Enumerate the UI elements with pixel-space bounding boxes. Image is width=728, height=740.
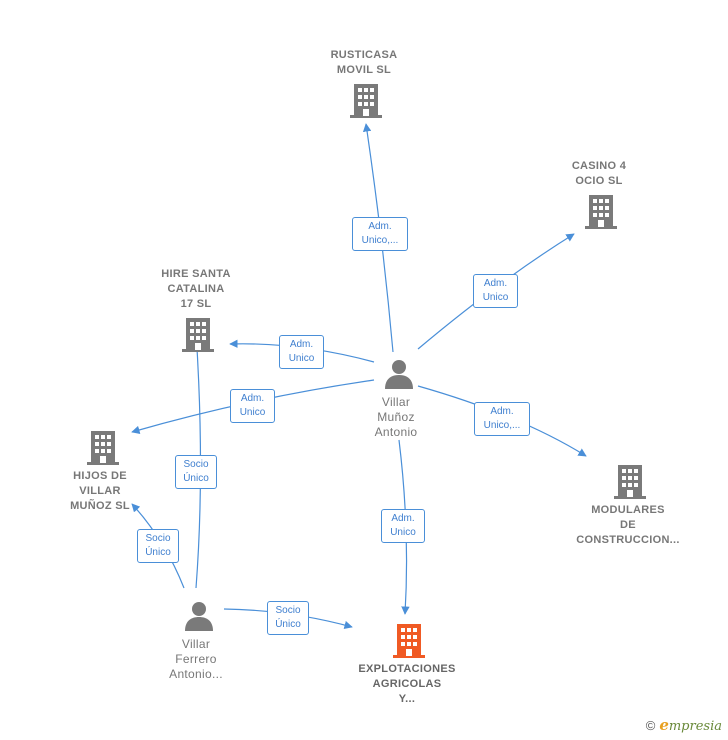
node-label-villar-munoz: Villar Muñoz Antonio	[374, 395, 418, 439]
node-label-modulares: MODULARES DE CONSTRUCCION...	[576, 504, 680, 546]
person-icon	[385, 360, 413, 389]
node-label-explotaciones: EXPLOTACIONES AGRICOLAS Y...	[358, 663, 456, 705]
node-explotaciones[interactable]	[393, 624, 425, 663]
node-casino[interactable]	[585, 195, 617, 234]
node-hire[interactable]	[182, 318, 214, 357]
building-icon	[393, 624, 425, 658]
node-villar-munoz[interactable]	[384, 359, 414, 394]
building-icon	[182, 318, 214, 352]
person-icon	[185, 602, 213, 631]
node-label-rusticasa: RUSTICASA MOVIL SL	[330, 49, 398, 76]
node-label-hijos: HIJOS DE VILLAR MUÑOZ SL	[70, 470, 130, 512]
node-label-villar-ferrero: Villar Ferrero Antonio...	[169, 637, 223, 681]
node-villar-ferrero[interactable]	[184, 601, 214, 636]
building-icon	[87, 431, 119, 465]
building-icon	[350, 84, 382, 118]
node-rusticasa[interactable]	[350, 84, 382, 123]
edge-label-e8[interactable]: Socio Único	[137, 529, 179, 563]
building-icon	[614, 465, 646, 499]
node-hijos[interactable]	[87, 431, 119, 470]
edge-label-e7[interactable]: Socio Único	[175, 455, 217, 489]
empresia-logo[interactable]: empresia	[659, 716, 722, 734]
node-label-hire: HIRE SANTA CATALINA 17 SL	[161, 268, 231, 310]
edge-label-e4[interactable]: Adm. Unico	[230, 389, 275, 423]
node-modulares[interactable]	[614, 465, 646, 504]
edge-label-e6[interactable]: Adm. Unico	[381, 509, 425, 543]
node-label-casino: CASINO 4 OCIO SL	[571, 160, 627, 187]
edge-label-e3[interactable]: Adm. Unico	[279, 335, 324, 369]
building-icon	[585, 195, 617, 229]
edge-label-e1[interactable]: Adm. Unico,...	[352, 217, 408, 251]
edge-label-e9[interactable]: Socio Único	[267, 601, 309, 635]
copyright-icon: ©	[645, 717, 656, 733]
edge-label-e2[interactable]: Adm. Unico	[473, 274, 518, 308]
edge-label-e5[interactable]: Adm. Unico,...	[474, 402, 530, 436]
footer-credit: © empresia	[646, 716, 722, 734]
